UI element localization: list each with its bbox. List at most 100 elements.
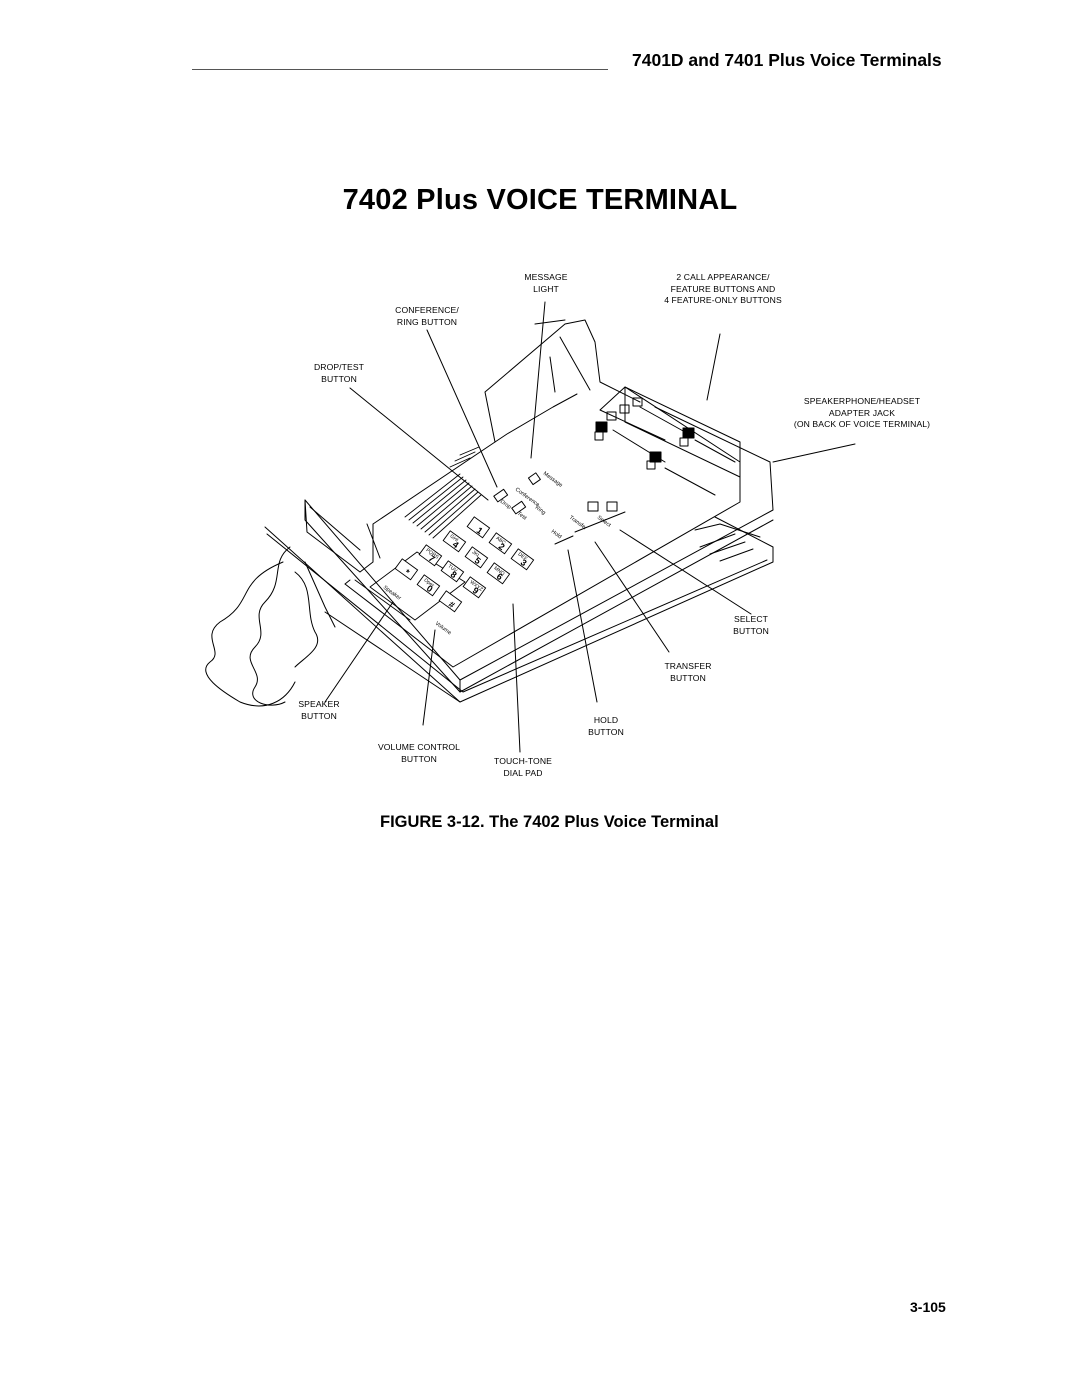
dial-key-digit: 1 (475, 525, 485, 536)
callout-volume-line1: VOLUME CONTROL (377, 742, 461, 752)
dial-key-digit: 8 (449, 569, 459, 580)
callout-speaker-line2: BUTTON (301, 710, 337, 721)
dial-key-face (466, 516, 491, 539)
faceplate-label-volume: Volume (434, 621, 452, 637)
handset (304, 319, 641, 573)
callout-select: SELECT BUTTON (733, 614, 769, 637)
dial-key-letters: MNO (493, 565, 506, 577)
callout-conference: CONFERENCE/ RING BUTTON (395, 305, 459, 328)
figure-caption: FIGURE 3-12. The 7402 Plus Voice Termina… (380, 813, 719, 831)
dial-key-digit: * (403, 567, 412, 577)
dial-key-digit: 5 (473, 555, 483, 566)
callout-message-light: MESSAGE LIGHT (524, 272, 567, 295)
faceplate-label-select: Select (596, 515, 612, 529)
callout-select-line2: BUTTON (733, 625, 769, 636)
callout-leaders (324, 301, 856, 753)
dial-key-digit: 4 (451, 539, 461, 550)
callout-speaker-line1: SPEAKER (298, 699, 340, 709)
dial-key-digit: 2 (497, 541, 507, 552)
dial-key-digit: 9 (471, 585, 481, 596)
callout-volume-line2: BUTTON (401, 753, 437, 764)
running-header: 7401D and 7401 Plus Voice Terminals (632, 50, 942, 70)
dial-key-letters: ABC (495, 535, 507, 546)
callout-hold: HOLD BUTTON (588, 715, 624, 738)
phone-body (304, 406, 774, 681)
dial-key-face (486, 562, 511, 585)
dial-key-letters: JKL (471, 549, 482, 559)
phone-body (304, 499, 774, 693)
callout-speakerphone-line3: (ON BACK OF VOICE TERMINAL) (793, 419, 931, 429)
dial-key-face (394, 558, 419, 581)
faceplate-label-test: Test (516, 511, 528, 522)
header-rule (192, 69, 608, 70)
drop-button (493, 488, 509, 503)
callout-call-appearance-line3: 4 FEATURE-ONLY BUTTONS (664, 295, 782, 305)
dial-key: 1 (466, 516, 491, 539)
callout-speakerphone-jack: SPEAKERPHONE/HEADSET ADAPTER JACK (ON BA… (794, 396, 930, 431)
faceplate-label-hold: Hold (550, 529, 563, 541)
faceplate-label-ring: Ring (534, 505, 547, 517)
dial-key-face (438, 590, 463, 613)
dial-key-digit: 7 (427, 553, 437, 564)
callout-dial-pad: TOUCH-TONE DIAL PAD (494, 756, 552, 779)
keypad-glyphs: 1ABC2DEF3GHI4JKL5MNO6PQRS7TUV8WXYZ9*Oper… (394, 516, 535, 613)
dial-key-letters: GHI (449, 533, 460, 543)
speaker-grille (404, 446, 482, 539)
transfer-button (587, 501, 599, 512)
faceplate (344, 579, 351, 585)
dial-key-face (416, 574, 441, 597)
select-button (606, 501, 618, 512)
base-layer (699, 533, 754, 562)
callout-dial-pad-line1: TOUCH-TONE (494, 756, 552, 766)
callout-call-appearance: 2 CALL APPEARANCE/ FEATURE BUTTONS AND 4… (664, 272, 782, 307)
dial-key-face (488, 532, 513, 555)
dial-key-face (464, 546, 489, 569)
callout-dial-pad-line2: DIAL PAD (503, 767, 543, 778)
callout-hold-line1: HOLD (593, 715, 619, 725)
feature-panel (624, 386, 741, 478)
hold-button (554, 511, 626, 545)
feature-panel (599, 386, 666, 441)
base-layer (264, 516, 774, 703)
dial-key-digit: # (447, 599, 457, 610)
message-light (527, 472, 541, 486)
callout-speaker: SPEAKER BUTTON (298, 699, 339, 722)
phone-illustration: 1ABC2DEF3GHI4JKL5MNO6PQRS7TUV8WXYZ9*Oper… (205, 301, 856, 753)
faceplate (344, 386, 741, 668)
dial-key-face (510, 548, 535, 571)
callout-speakerphone-line2: ADAPTER JACK (828, 407, 896, 418)
callout-conference-line1: CONFERENCE/ (395, 305, 459, 315)
callout-transfer-line1: TRANSFER (664, 661, 712, 671)
dial-key-digit: 3 (519, 557, 529, 568)
dial-key-face (418, 544, 443, 567)
dial-key-face (442, 530, 467, 553)
callout-transfer: TRANSFER BUTTON (664, 661, 711, 684)
callout-message-light-line1: MESSAGE (524, 272, 568, 282)
handset (494, 393, 578, 443)
callout-drop-test: DROP/TEST BUTTON (314, 362, 364, 385)
handset (309, 506, 381, 559)
dial-key-digit: 0 (425, 583, 435, 594)
callout-volume: VOLUME CONTROL BUTTON (378, 742, 460, 765)
dial-key-face (440, 560, 465, 583)
callout-message-light-line2: LIGHT (533, 283, 559, 294)
base-layer (694, 523, 761, 538)
callout-call-appearance-line1: 2 CALL APPEARANCE/ (676, 272, 770, 282)
dial-key-letters: DEF (517, 551, 529, 562)
handset (559, 336, 591, 391)
conference-button (511, 500, 527, 515)
callout-select-line1: SELECT (733, 614, 769, 624)
page-number: 3-105 (910, 1299, 946, 1315)
base-layer (266, 533, 768, 693)
dial-key: # (438, 590, 463, 613)
dial-key-letters: Oper (423, 577, 436, 589)
